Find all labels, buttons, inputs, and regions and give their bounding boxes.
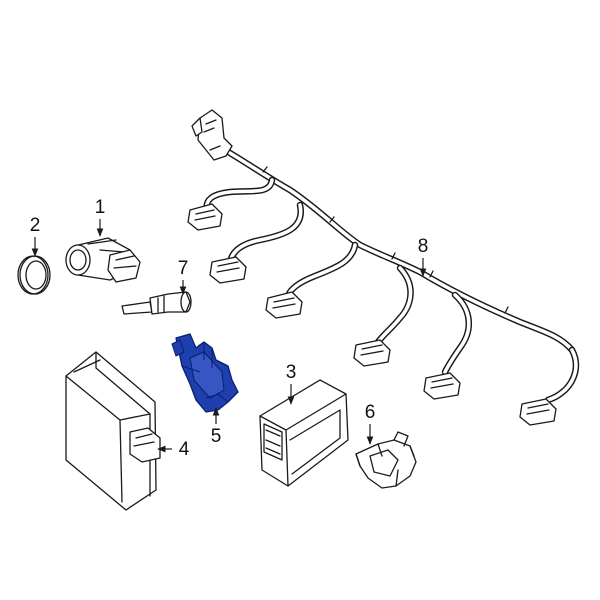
sensor-bulb-part-7[interactable]	[121, 291, 192, 315]
callout-5: 5	[211, 426, 222, 447]
harness-end-connector	[191, 109, 233, 161]
harness-connector-e	[423, 372, 461, 400]
harness-wires	[203, 146, 580, 404]
callout-4: 4	[179, 439, 190, 460]
callout-7: 7	[178, 258, 189, 279]
harness-connector-a	[187, 203, 223, 231]
harness-connector-b	[209, 256, 247, 284]
ecu-module-part-3[interactable]	[259, 379, 349, 487]
callout-1: 1	[95, 197, 106, 218]
harness-connector-f	[519, 398, 557, 426]
callout-labels: 1 2 3 4 5 6 7 8	[30, 197, 429, 460]
callout-leaders	[31, 219, 427, 453]
bracket-part-5-highlighted[interactable]	[171, 333, 239, 413]
callout-6: 6	[365, 402, 376, 423]
mount-bracket-part-6[interactable]	[355, 431, 417, 489]
control-module-part-4[interactable]	[65, 351, 161, 511]
harness-connector-d	[353, 339, 391, 367]
wiring-harness-part-8[interactable]	[187, 109, 580, 426]
sensor-ring-part-2[interactable]	[17, 255, 51, 295]
callout-8: 8	[418, 236, 429, 257]
callout-3: 3	[286, 362, 297, 383]
park-sensor-part-1[interactable]	[65, 237, 141, 283]
callout-2: 2	[30, 215, 41, 236]
harness-connector-c	[265, 291, 303, 319]
